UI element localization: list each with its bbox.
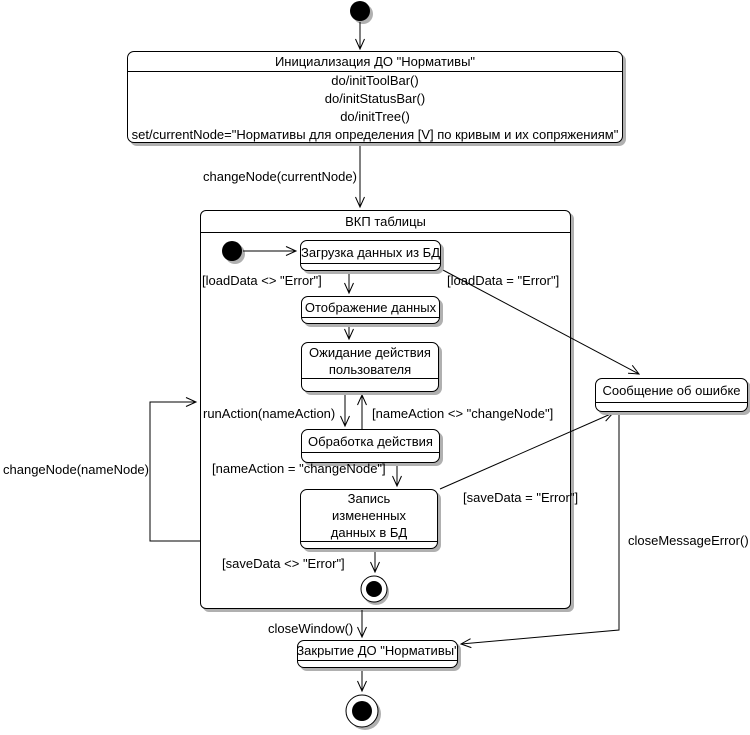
transition-label-save-error: [saveData = "Error"]	[463, 490, 579, 505]
state-display-data-compartment	[302, 317, 439, 323]
action-set-current-node: set/currentNode="Нормативы для определен…	[131, 127, 619, 142]
state-save-data-compartment	[301, 541, 437, 548]
transition-label-change-node-name: changeNode(nameNode)	[3, 462, 149, 477]
state-vkp-table-title: ВКП таблицы	[201, 211, 570, 233]
transition-label-save-ok: [saveData <> "Error"]	[222, 556, 345, 571]
transition-save-error	[439, 412, 615, 490]
transition-change-node-name	[149, 397, 200, 542]
state-wait-user: Ожидание действия пользователя	[301, 342, 439, 392]
state-closing-compartment	[298, 660, 457, 667]
transition-load-error	[440, 268, 641, 375]
action-init-statusbar: do/initStatusBar()	[324, 91, 426, 106]
inner-initial-state-icon	[222, 241, 242, 261]
action-init-toolbar: do/initToolBar()	[331, 73, 419, 88]
transition-label-close-message-error: closeMessageError()	[628, 533, 749, 548]
state-process-action: Обработка действия	[301, 429, 440, 463]
transition-label-load-error: [loadData = "Error"]	[447, 273, 560, 288]
transition-label-action-change-node: [nameAction = "changeNode"]	[212, 461, 386, 476]
transition-label-load-ok: [loadData <> "Error"]	[202, 273, 322, 288]
initial-state-icon	[350, 1, 370, 21]
state-load-data: Загрузка данных из БД	[300, 240, 441, 271]
transition-close-message-error	[459, 413, 620, 649]
state-closing: Закрытие ДО "Нормативы"	[296, 640, 459, 668]
state-error-message-compartment	[596, 402, 747, 411]
transition-label-run-action: runAction(nameAction)	[203, 406, 336, 421]
state-initialization: Инициализация ДО "Нормативы" do/initTool…	[127, 51, 623, 143]
state-display-data: Отображение данных	[301, 296, 440, 324]
state-save-data: Запись измененных данных в БД	[300, 489, 438, 549]
state-initialization-title: Инициализация ДО "Нормативы"	[128, 52, 622, 72]
inner-final-state-dot	[366, 581, 382, 597]
action-init-tree: do/initTree()	[340, 109, 410, 124]
state-process-action-compartment	[302, 452, 439, 462]
state-load-data-compartment	[301, 263, 440, 270]
state-initialization-actions: do/initToolBar() do/initStatusBar() do/i…	[128, 72, 622, 144]
state-wait-user-compartment	[302, 378, 438, 391]
transition-label-action-not-change-node: [nameAction <> "changeNode"]	[372, 406, 554, 421]
transition-label-change-node-current: changeNode(currentNode)	[203, 169, 357, 184]
transition-label-close-window: closeWindow()	[268, 621, 354, 636]
final-state-dot	[352, 701, 372, 721]
state-error-message: Сообщение об ошибке	[595, 378, 748, 412]
